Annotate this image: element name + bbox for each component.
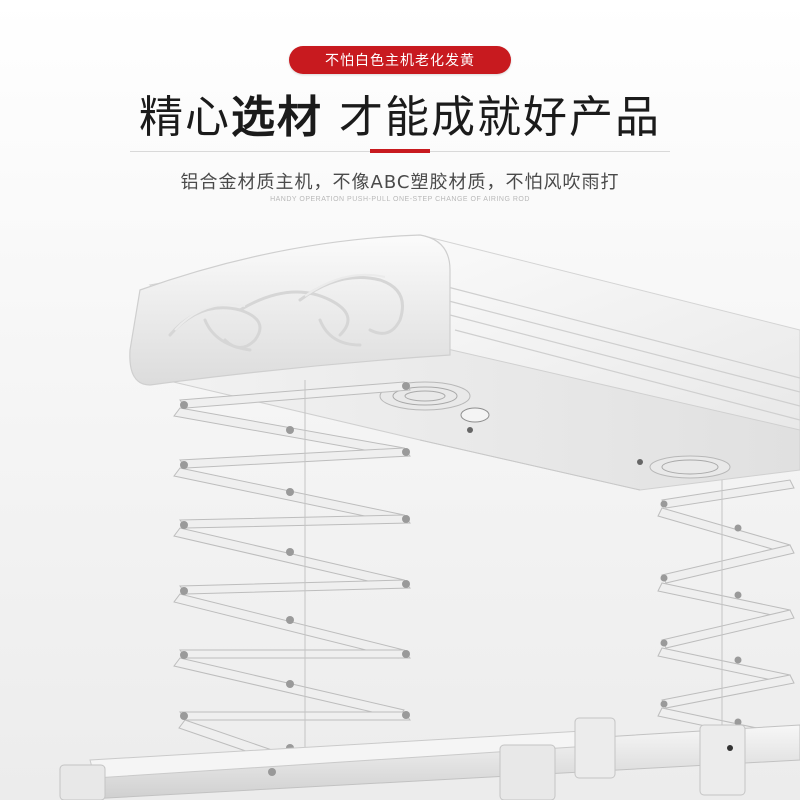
ornate-end-cap [129,234,451,386]
headline-part-3: 才能成就好产品 [323,92,661,143]
headline-part-1: 精心 [139,92,231,143]
divider-accent [370,149,430,153]
top-badge: 不怕白色主机老化发黄 [289,46,511,74]
hanging-rails [59,717,800,800]
pulley-wheel [460,407,643,465]
english-caption: HANDY OPERATION PUSH-PULL ONE-STEP CHANG… [270,196,530,203]
scissor-pivots-right [660,500,742,726]
fan-vent-right [649,455,731,479]
scissor-arm-left [173,381,411,779]
subtitle: 铝合金材质主机，不像ABC塑胶材质，不怕风吹雨打 [180,172,620,193]
scissor-arm-right [657,479,795,744]
headline: 精心选材 才能成就好产品 [0,88,800,148]
headline-part-2-bold: 选材 [231,92,323,143]
